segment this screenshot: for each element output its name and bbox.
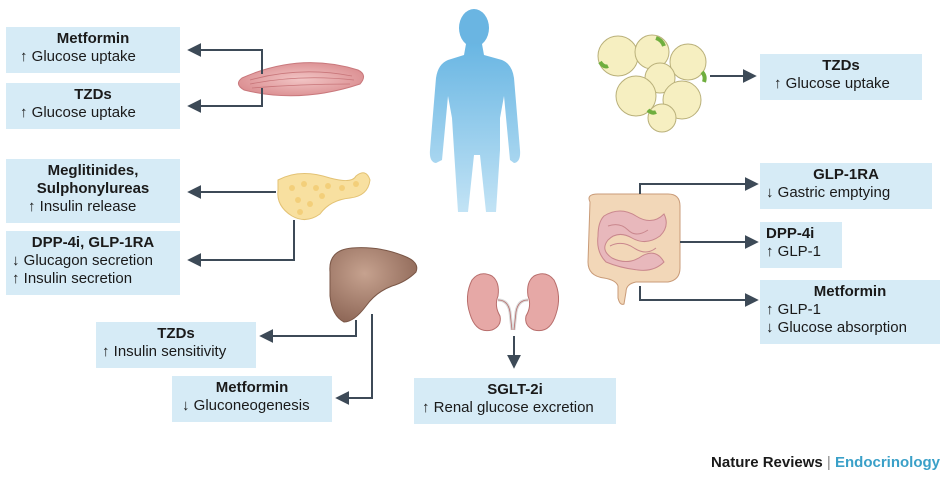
box-line: ↑ Glucose uptake [774,75,890,92]
arrow-liver-tzds [259,320,357,343]
box-title: DPP-4i, GLP-1RA [31,234,155,251]
publisher-name: Nature Reviews [711,454,823,471]
pancreas-meglitinides-box: Meglitinides, Sulphonylureas ↑ Insulin r… [6,159,180,223]
box-line: ↓ Gluconeogenesis [182,397,310,414]
fat-tzds-box: TZDs ↑ Glucose uptake [760,54,922,100]
box-title: SGLT-2i [487,381,543,398]
box-line: ↓ Gastric emptying [766,184,891,201]
box-title: Metformin [215,379,289,396]
kidney-sglt2-box: SGLT-2i ↑ Renal glucose excretion [414,378,616,424]
arrow-muscle-tzds [187,88,263,113]
arrow-gut-glp1ra [639,177,759,194]
box-line: ↓ Glucagon secretion [12,252,153,269]
muscle-tzds-box: TZDs ↑ Glucose uptake [6,83,180,129]
box-line: ↑ Insulin release [28,198,137,215]
gut-dpp4i-box: DPP-4i ↑ GLP-1 [760,222,842,268]
pancreas-icon [277,172,371,220]
box-title: TZDs [74,86,112,103]
muscle-icon [238,62,364,97]
fat-cells-icon [597,34,707,133]
box-line: ↓ Glucose absorption [766,319,907,336]
box-title: DPP-4i [766,225,815,242]
pancreas-dpp-glp-box: DPP-4i, GLP-1RA ↓ Glucagon secretion ↑ I… [6,231,180,295]
box-line: ↑ Insulin sensitivity [102,343,227,360]
box-title: GLP-1RA [813,166,879,183]
arrow-liver-metformin [335,314,373,405]
box-line: ↑ Insulin secretion [12,270,133,287]
box-line: ↑ Glucose uptake [20,104,136,121]
gut-metformin-box: Metformin ↑ GLP-1 ↓ Glucose absorption [760,280,940,344]
journal-name: Endocrinology [835,454,940,471]
liver-metformin-box: Metformin ↓ Gluconeogenesis [172,376,332,422]
box-line: ↑ GLP-1 [766,243,822,260]
box-title: Metformin [56,30,130,47]
box-title: TZDs [157,325,195,342]
arrow-muscle-metformin [187,43,263,74]
liver-icon [329,247,418,323]
box-title: Meglitinides, Sulphonylureas [36,162,150,197]
arrow-pancreas-dpp [187,220,295,267]
box-line: ↑ Renal glucose excretion [422,399,594,416]
arrow-gut-metformin [639,286,759,307]
kidneys-icon [466,273,560,332]
journal-credit: Nature Reviews | Endocrinology [711,454,940,471]
box-line: ↑ Glucose uptake [20,48,136,65]
box-title: Metformin [813,283,887,300]
muscle-metformin-box: Metformin ↑ Glucose uptake [6,27,180,73]
arrows [187,43,759,405]
gut-glp1ra-box: GLP-1RA ↓ Gastric emptying [760,163,932,209]
human-body-icon [429,9,521,212]
box-line: ↑ GLP-1 [766,301,822,318]
box-title: TZDs [822,57,860,74]
intestines-icon [587,193,681,305]
liver-tzds-box: TZDs ↑ Insulin sensitivity [96,322,256,368]
credit-separator: | [826,454,831,471]
